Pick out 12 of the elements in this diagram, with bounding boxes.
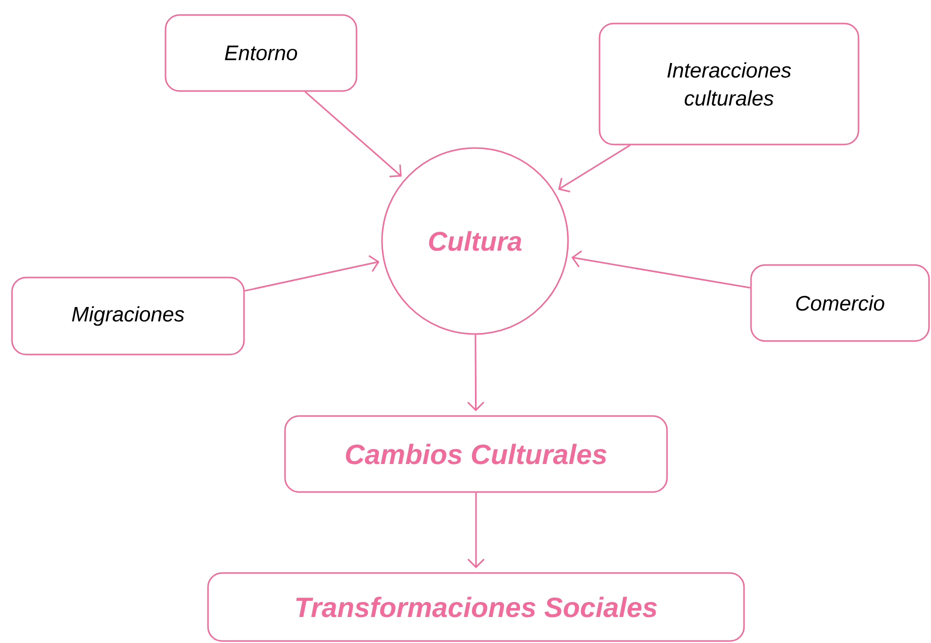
factor-box: Migraciones bbox=[11, 276, 245, 356]
arrow bbox=[571, 250, 750, 289]
factor-box: Entorno bbox=[164, 14, 358, 92]
result-box: Transformaciones Sociales bbox=[207, 572, 745, 642]
result-box: Cambios Culturales bbox=[284, 415, 668, 493]
factor-box: Comercio bbox=[750, 264, 930, 342]
arrow bbox=[558, 144, 630, 192]
arrow bbox=[244, 255, 380, 292]
arrow bbox=[467, 492, 485, 568]
arrow bbox=[304, 91, 402, 178]
factor-box: Interacciones culturales bbox=[598, 22, 860, 146]
arrow bbox=[467, 334, 484, 412]
